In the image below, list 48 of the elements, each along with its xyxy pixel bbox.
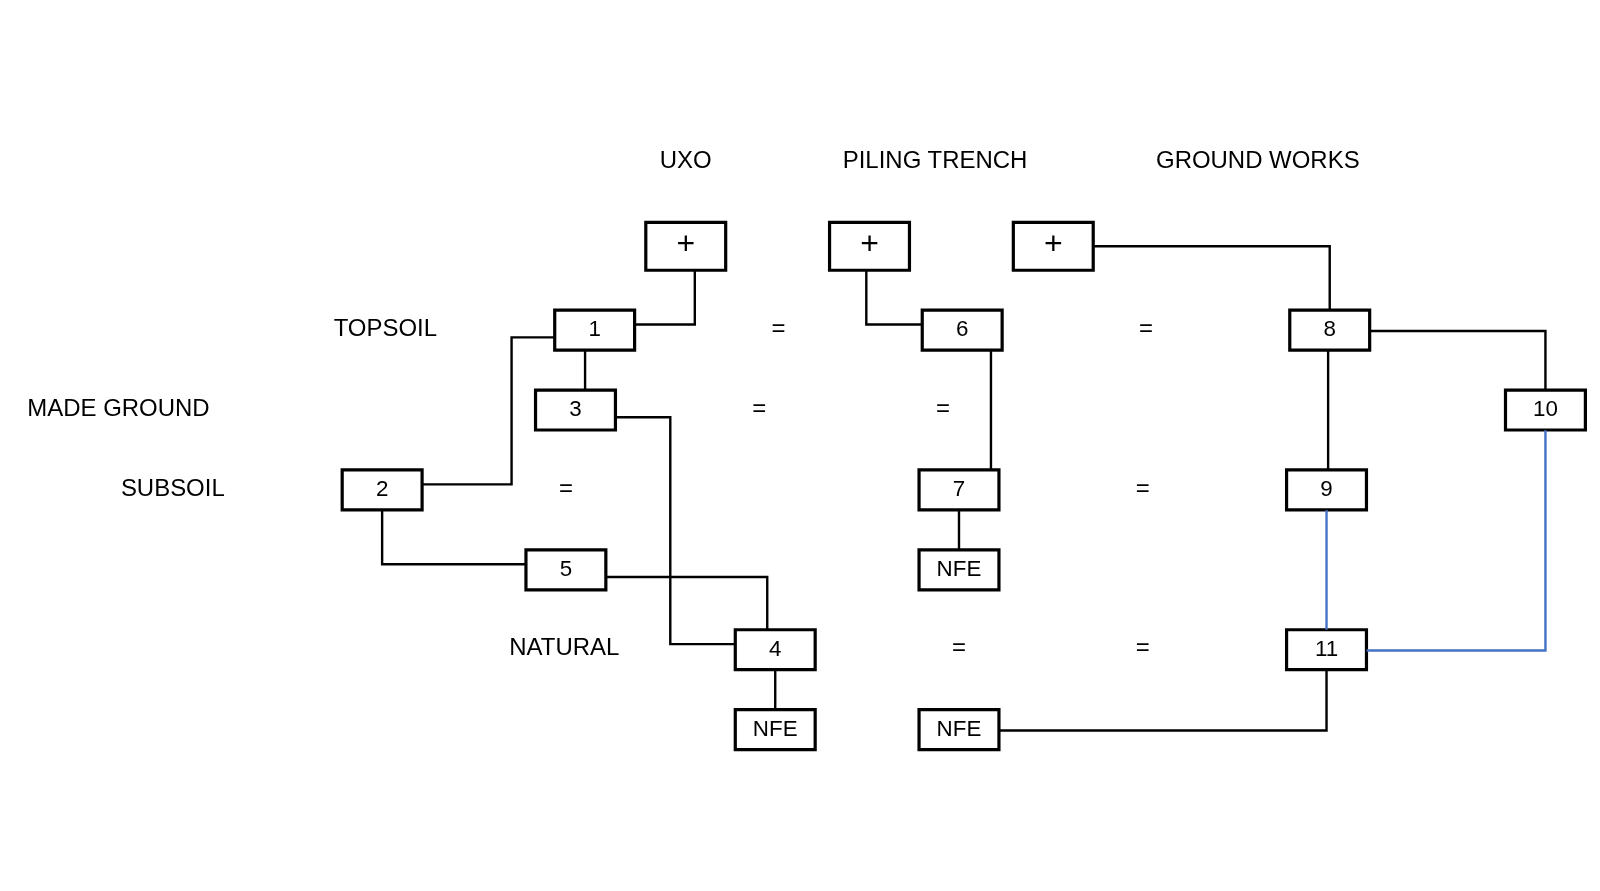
label: UXO — [659, 145, 712, 173]
connector — [989, 349, 993, 470]
connector — [957, 509, 961, 549]
label: NATURAL — [509, 632, 620, 660]
connector — [1326, 349, 1330, 470]
node-box: 11 — [1284, 627, 1369, 671]
node-box: 8 — [1288, 308, 1372, 352]
label: = — [771, 313, 786, 341]
connector — [1325, 509, 1328, 630]
label: = — [936, 393, 951, 421]
node-box: + — [827, 220, 912, 272]
label: = — [558, 473, 573, 501]
label: = — [1135, 632, 1150, 660]
node-box: 9 — [1284, 467, 1369, 512]
connector — [999, 669, 1328, 732]
node-box: NFE — [733, 707, 817, 751]
connector — [583, 349, 587, 390]
node-box: 3 — [533, 387, 618, 432]
label: = — [1138, 313, 1153, 341]
node-box: 4 — [733, 627, 817, 671]
label: MADE GROUND — [27, 393, 210, 421]
label: = — [951, 632, 966, 660]
connector — [1369, 329, 1547, 390]
connector — [380, 509, 526, 565]
connector — [615, 415, 735, 645]
label: SUBSOIL — [120, 473, 225, 501]
label: = — [1135, 473, 1150, 501]
node-box: NFE — [917, 547, 1001, 591]
node-box: 10 — [1503, 387, 1587, 432]
connector — [774, 669, 777, 709]
node-box: 1 — [553, 308, 637, 352]
connector — [606, 575, 769, 629]
node-box: 2 — [340, 467, 424, 512]
node-box: 7 — [917, 467, 1001, 512]
node-box: 6 — [920, 308, 1004, 352]
label: GROUND WORKS — [1156, 145, 1360, 173]
connector — [865, 270, 923, 326]
connector — [1093, 244, 1331, 310]
node-box: NFE — [917, 707, 1001, 751]
connector — [1366, 429, 1547, 652]
label: = — [752, 393, 767, 421]
connector — [634, 270, 696, 326]
node-box: + — [1011, 220, 1095, 272]
label: PILING TRENCH — [842, 145, 1028, 173]
label: TOPSOIL — [333, 313, 438, 341]
node-box: 5 — [524, 547, 608, 591]
connector — [422, 335, 555, 486]
node-box: + — [644, 220, 728, 272]
